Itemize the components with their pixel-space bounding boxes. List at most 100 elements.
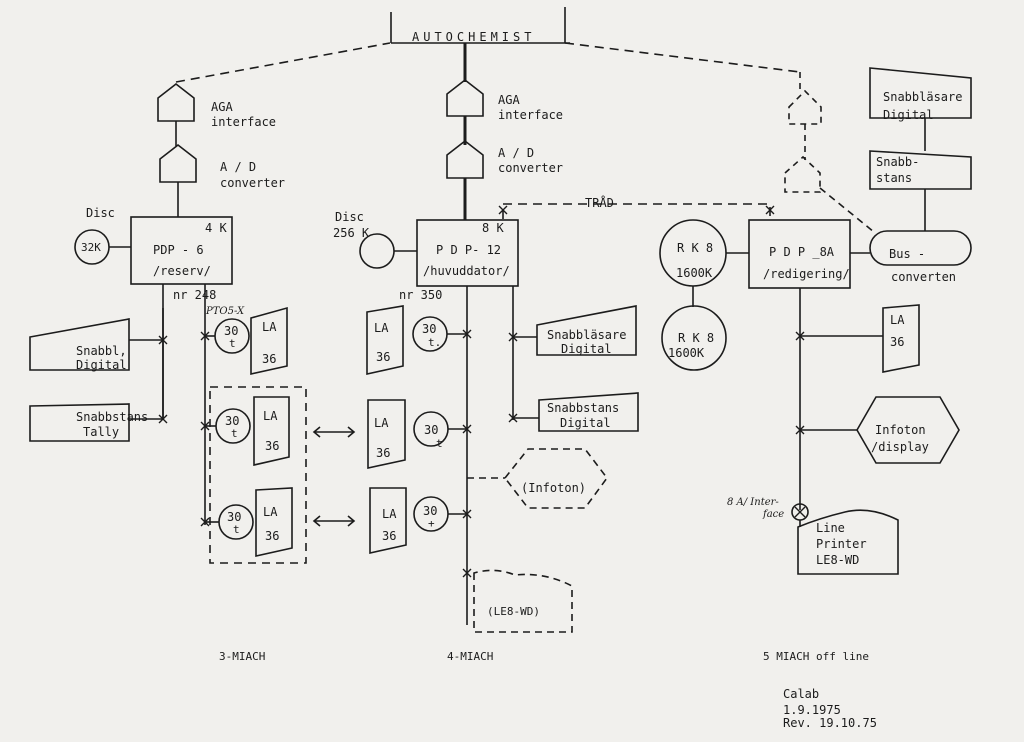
right-la-label-1: LA <box>890 313 905 327</box>
left-terminal-3-model: 36 <box>265 529 280 543</box>
left-terminal-3-la: LA <box>263 505 278 519</box>
left-terminal-2-model: 36 <box>265 439 280 453</box>
center-terminal-3-sub: + <box>428 517 435 530</box>
right-busconv-box <box>869 230 972 266</box>
center-terminal-1-model: 36 <box>376 350 391 364</box>
center-infoton-label: (Infoton) <box>521 481 587 495</box>
left-terminal-3-la <box>255 487 293 557</box>
left-terminal-group-dashed <box>209 386 307 564</box>
center-printer-label: (LE8-WD) <box>487 605 540 618</box>
diagram-title: AUTOCHEMIST <box>412 30 536 44</box>
left-disc-label: Disc <box>86 206 115 220</box>
center-adc-label-2: converter <box>498 161 564 175</box>
right-printer-shape <box>797 509 899 575</box>
left-cpu-name: PDP - 6 <box>153 243 204 257</box>
center-terminal-1-la <box>366 305 404 375</box>
left-terminal-2-la: LA <box>263 409 278 423</box>
center-terminal-3-la: LA <box>382 507 397 521</box>
right-cpu-name: P D P _8A <box>769 245 835 259</box>
right-rk8-bottom-label-2: 1600K <box>668 346 705 360</box>
center-nr: nr 350 <box>399 288 443 302</box>
left-terminal-1-sub: t <box>229 337 236 350</box>
center-cpu-role: /huvuddator/ <box>423 264 510 278</box>
left-caption: 3-MIACH <box>219 650 266 663</box>
center-terminal-2-model: 36 <box>376 446 391 460</box>
left-terminal-1-la <box>250 306 288 375</box>
right-busconv-label-1: Bus - <box>889 247 926 261</box>
right-printer-label-2: Printer <box>816 537 867 551</box>
trad-label: TRÅD <box>585 196 614 210</box>
left-adc-shape <box>159 143 197 183</box>
left-terminal-2-num: 30 <box>225 414 240 428</box>
left-adc-label-2: converter <box>220 176 286 190</box>
right-rk8-top-label-1: R K 8 <box>677 241 714 255</box>
right-busconv-dashed-link <box>819 187 875 233</box>
right-la-label-2: 36 <box>890 335 905 349</box>
right-punch-label-1: Snabb- <box>876 155 920 169</box>
center-infoton-hexagon <box>503 448 608 509</box>
center-aga-label-2: interface <box>498 108 564 122</box>
center-terminal-2-num: 30 <box>424 423 439 437</box>
right-reader-shape <box>869 67 972 119</box>
right-infoton-label-1: Infoton <box>875 423 926 437</box>
center-reader-shape <box>536 305 637 356</box>
right-reader-label-2: Digital <box>883 108 934 122</box>
center-punch-shape <box>538 392 639 432</box>
center-caption: 4-MIACH <box>447 650 494 663</box>
left-punch-label-2: Tally <box>83 425 120 439</box>
right-caption: 5 MIACH off line <box>763 650 869 663</box>
left-aga-label-2: interface <box>211 115 277 129</box>
footer-line-1: Calab <box>783 687 820 701</box>
right-interface-note-2: face <box>763 509 785 520</box>
left-terminal-3-sub: t <box>233 523 240 536</box>
center-aga-interface-shape <box>446 78 484 117</box>
center-reader-label-1: Snabbläsare <box>547 328 627 342</box>
right-printer-label-3: LE8-WD <box>816 553 860 567</box>
junction-marks <box>158 205 806 578</box>
footer-line-2: 1.9.1975 <box>783 703 841 717</box>
center-terminal-3-la <box>369 487 407 554</box>
left-disc-size: 32K <box>81 241 101 254</box>
left-terminal-2-sub: t <box>231 427 238 440</box>
left-nr: nr 248 <box>173 288 217 302</box>
center-terminal-2-la <box>367 399 406 469</box>
left-aga-interface-shape <box>157 82 195 122</box>
right-cpu-role: /redigering/ <box>763 267 850 281</box>
center-terminal-1-num: 30 <box>422 322 437 336</box>
center-aga-label-1: AGA <box>498 93 520 107</box>
left-pdp6-box <box>130 216 233 285</box>
center-punch-label-1: Snabbstans <box>547 401 620 415</box>
right-rk8-top-label-2: 1600K <box>676 266 713 280</box>
center-printer-dashed <box>473 569 573 633</box>
left-punch-shape <box>29 403 130 442</box>
center-terminal-3-num: 30 <box>423 504 438 518</box>
left-terminal-1-model: 36 <box>262 352 277 366</box>
dashed-link-right <box>564 42 801 73</box>
right-printer-label-1: Line <box>816 521 845 535</box>
left-terminal-3-num: 30 <box>227 510 242 524</box>
footer-line-3: Rev. 19.10.75 <box>783 716 877 730</box>
right-rk8-bottom-label-1: R K 8 <box>678 331 715 345</box>
right-interface-note-1: 8 A/ Inter- <box>727 497 779 508</box>
center-terminal-3-model: 36 <box>382 529 397 543</box>
center-terminal-1-la: LA <box>374 321 389 335</box>
right-infoton-label-2: /display <box>871 440 929 454</box>
left-reader-label-1: Snabbl, <box>76 344 127 358</box>
double-arrow-lower <box>312 515 356 527</box>
left-cpu-mem: 4 K <box>205 221 227 235</box>
left-reader-label-2: Digital <box>76 358 127 372</box>
center-adc-label-1: A / D <box>498 146 535 160</box>
center-cpu-name: P D P- 12 <box>436 243 502 257</box>
left-ptos-note: PTO5-X <box>206 306 245 317</box>
center-disc-label-1: Disc <box>335 210 364 224</box>
right-infoton-hexagon <box>856 396 960 464</box>
left-reader-shape <box>29 318 130 371</box>
left-terminal-2-la <box>253 396 290 467</box>
double-arrow-upper <box>312 426 356 438</box>
trad-dashed-link <box>502 203 771 220</box>
left-terminal-1-la: LA <box>262 320 277 334</box>
right-punch-label-2: stans <box>876 171 913 185</box>
center-reader-label-2: Digital <box>561 342 612 356</box>
right-aga-dashed <box>788 89 822 125</box>
